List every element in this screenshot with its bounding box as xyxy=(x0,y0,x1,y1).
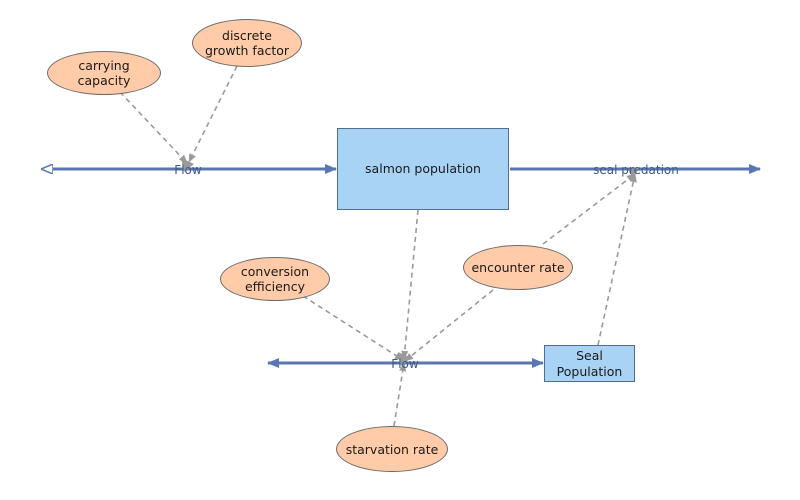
flow-valve-icon xyxy=(398,352,411,366)
link-conversion-efficiency-to-flow xyxy=(302,295,404,361)
variable-starvation-rate[interactable]: starvation rate xyxy=(336,426,448,472)
variable-carrying-capacity[interactable]: carrying capacity xyxy=(47,51,161,95)
link-encounter-rate-to-seal-predation xyxy=(542,173,636,245)
flow-label-seal-inflow[interactable]: Flow xyxy=(391,357,419,371)
link-seal-population-to-seal-predation xyxy=(597,173,637,346)
variable-label: conversion efficiency xyxy=(240,264,310,294)
variable-label: discrete growth factor xyxy=(204,28,290,58)
variable-label: starvation rate xyxy=(345,441,439,457)
variable-label: carrying capacity xyxy=(77,58,131,88)
variable-discrete-growth-factor[interactable]: discrete growth factor xyxy=(192,19,302,67)
variable-conversion-efficiency[interactable]: conversion efficiency xyxy=(220,257,330,301)
link-salmon-population-to-flow xyxy=(401,209,419,360)
flow-label-salmon-inflow[interactable]: Flow xyxy=(174,163,202,177)
link-carrying-capacity-to-flow xyxy=(119,91,188,164)
stock-seal-population[interactable]: Seal Population xyxy=(544,345,635,382)
stock-label: Seal Population xyxy=(556,347,623,379)
variable-encounter-rate[interactable]: encounter rate xyxy=(463,245,573,290)
stock-label: salmon population xyxy=(365,161,481,177)
link-encounter-rate-to-flow xyxy=(404,289,494,362)
variable-label: encounter rate xyxy=(471,260,565,275)
link-growth-factor-to-flow xyxy=(188,65,238,163)
flow-label-seal-predation[interactable]: seal predation xyxy=(593,163,679,177)
link-starvation-rate-to-flow xyxy=(393,362,407,427)
stock-salmon-population[interactable]: salmon population xyxy=(337,128,509,210)
flow-valve-icon xyxy=(628,167,640,178)
flow-valve-icon xyxy=(181,158,194,172)
